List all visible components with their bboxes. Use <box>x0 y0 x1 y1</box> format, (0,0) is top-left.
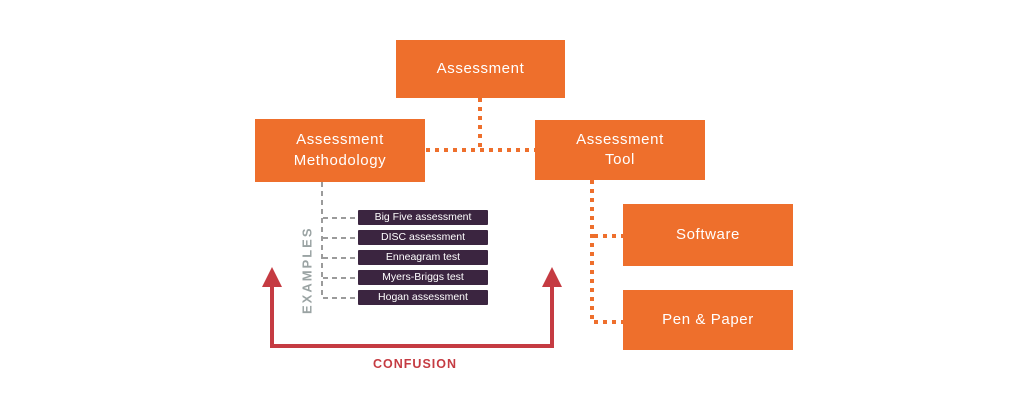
example-item-big-five: Big Five assessment <box>358 210 488 225</box>
confusion-arrow-left-line <box>270 286 274 348</box>
connector-methodology-examples <box>321 182 323 299</box>
node-assessment-methodology: Assessment Methodology <box>255 119 425 182</box>
example-item-enneagram: Enneagram test <box>358 250 488 265</box>
node-assessment-tool: Assessment Tool <box>535 120 705 180</box>
connector-to-pen-and-paper <box>594 320 623 324</box>
connector-example-4 <box>323 277 358 279</box>
connector-example-5 <box>323 297 358 299</box>
connector-methodology-tool <box>426 148 535 152</box>
connector-assessment-down <box>478 98 482 151</box>
confusion-arrow-right-line <box>550 286 554 348</box>
node-pen-and-paper: Pen & Paper <box>623 290 793 350</box>
example-item-myers-briggs: Myers-Briggs test <box>358 270 488 285</box>
confusion-label: CONFUSION <box>373 357 457 371</box>
connector-tool-down <box>590 180 594 324</box>
connector-example-2 <box>323 237 358 239</box>
examples-title: EXAMPLES <box>299 226 315 314</box>
connector-example-3 <box>323 257 358 259</box>
connector-to-software <box>594 234 623 238</box>
connector-example-1 <box>323 217 358 219</box>
arrow-up-right-icon <box>542 267 562 287</box>
node-assessment: Assessment <box>396 40 565 98</box>
confusion-arrow-bottom-line <box>270 344 554 348</box>
node-software: Software <box>623 204 793 266</box>
example-item-disc: DISC assessment <box>358 230 488 245</box>
arrow-up-left-icon <box>262 267 282 287</box>
example-item-hogan: Hogan assessment <box>358 290 488 305</box>
